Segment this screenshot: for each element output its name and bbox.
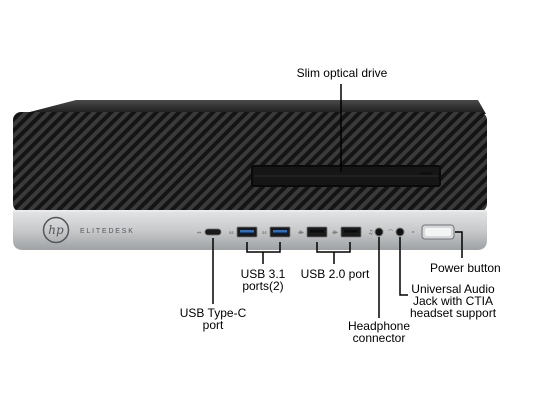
usb-type-c-port: ⇔	[197, 229, 221, 236]
label-usb31: USB 3.1 ports(2)	[233, 268, 293, 292]
model-name: ELITEDESK	[80, 228, 135, 235]
svg-text:hp: hp	[48, 223, 64, 237]
label-usb20: USB 2.0 port	[297, 268, 373, 280]
svg-text:♫: ♫	[368, 229, 373, 236]
svg-text:ss: ss	[229, 231, 234, 236]
svg-text:⟴: ⟴	[298, 230, 304, 236]
svg-text:⌒: ⌒	[388, 230, 393, 236]
svg-text:ss: ss	[262, 231, 267, 236]
headphone-jack: ♫	[368, 228, 383, 236]
label-usb-type-c: USB Type-C port	[176, 307, 250, 331]
svg-text:⟴: ⟴	[332, 230, 338, 236]
status-led	[412, 231, 414, 233]
label-headphone: Headphone connector	[343, 320, 415, 344]
svg-text:⇔: ⇔	[197, 230, 201, 236]
chassis-top	[22, 100, 486, 114]
label-optical-drive: Slim optical drive	[288, 67, 396, 79]
label-universal-audio: Universal Audio Jack with CTIA headset s…	[406, 283, 500, 319]
front-grille	[13, 112, 487, 212]
label-power-button: Power button	[430, 262, 501, 274]
power-button	[422, 225, 454, 239]
